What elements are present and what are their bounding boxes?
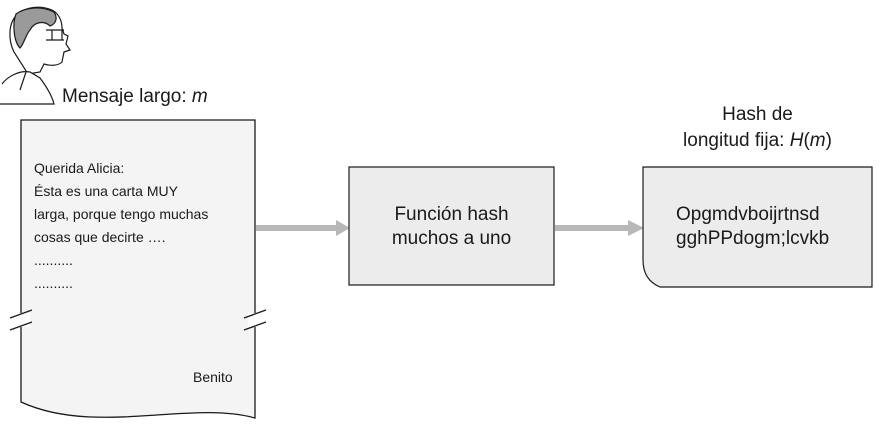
letter-line: .......... — [34, 252, 73, 268]
sender-label-text: Mensaje largo: — [62, 86, 192, 107]
hash-function-label: Función hash muchos a uno — [349, 203, 554, 251]
person-icon — [0, 6, 71, 105]
sender-label-var: m — [191, 86, 208, 107]
letter-line: Querida Alicia: — [34, 160, 125, 176]
letter-line: Ésta es una carta MUY — [34, 183, 178, 199]
hash-function-line1: Función hash — [394, 204, 509, 225]
hash-output-line2: gghPPdogm;lcvkb — [676, 228, 830, 249]
hash-output-line1: Opgmdvboijrtnsd — [676, 204, 820, 225]
hash-output-title-line1: Hash de — [722, 104, 793, 125]
letter-break-marks — [9, 309, 267, 331]
hash-output-title-line2: longitud fija: H(m) — [683, 130, 832, 151]
hash-output-value: Opgmdvboijrtnsd gghPPdogm;lcvkb — [676, 203, 829, 251]
letter-line: cosas que decirte …. — [34, 229, 166, 245]
arrow-letter-to-function — [256, 220, 350, 236]
letter-signature: Benito — [193, 369, 233, 385]
hash-output-title: Hash de longitud fija: H(m) — [643, 102, 872, 154]
hash-function-box — [348, 166, 555, 286]
letter-body: Querida Alicia: Ésta es una carta MUY la… — [34, 157, 208, 295]
hash-output-shape — [642, 166, 873, 288]
letter-line: .......... — [34, 275, 73, 291]
letter-shape — [20, 119, 256, 419]
sender-label: Mensaje largo: m — [62, 86, 208, 108]
hash-function-line2: muchos a uno — [391, 228, 512, 249]
arrow-function-to-hash — [555, 220, 644, 236]
letter-line: larga, porque tengo muchas — [34, 206, 209, 222]
